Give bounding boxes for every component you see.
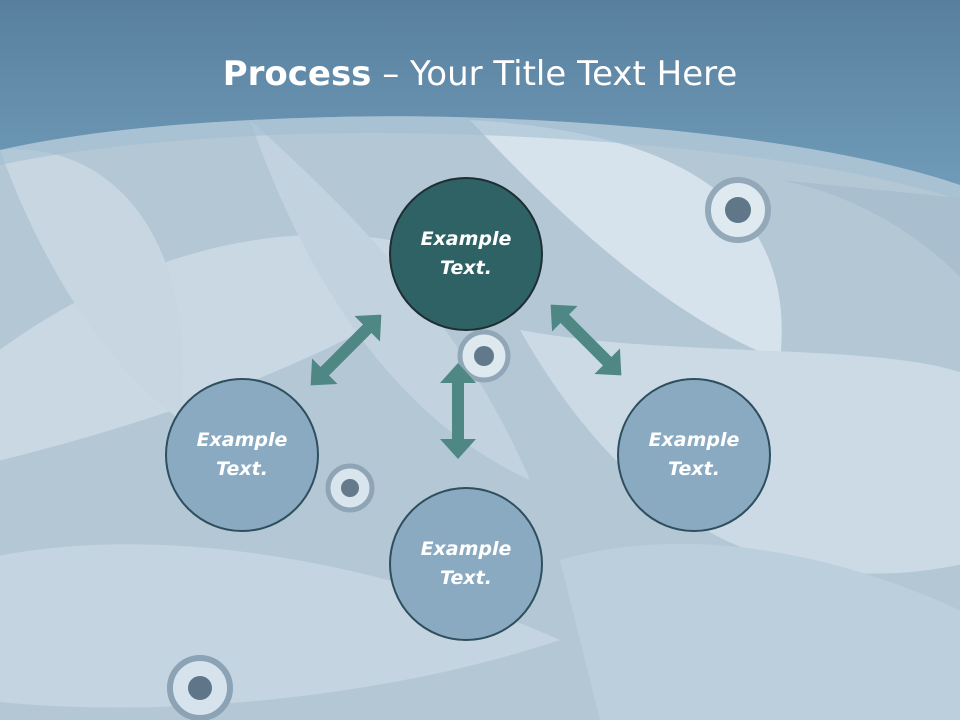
process-node-left: Example Text.	[165, 378, 319, 532]
double-arrow-right	[550, 304, 622, 376]
process-node-bottom: Example Text.	[389, 487, 543, 641]
double-arrow-left	[310, 314, 382, 386]
double-arrow-vertical	[440, 363, 476, 459]
title-bold-text: Process	[222, 54, 372, 94]
slide-title: Process – Your Title Text Here	[0, 52, 960, 96]
node-bottom-label: Example Text.	[420, 538, 512, 589]
process-node-main: Example Text.	[389, 177, 543, 331]
title-rest-text: – Your Title Text Here	[371, 54, 738, 94]
node-right-label: Example Text.	[648, 429, 740, 480]
node-left-label: Example Text.	[196, 429, 288, 480]
process-node-right: Example Text.	[617, 378, 771, 532]
node-main-label: Example Text.	[420, 228, 512, 279]
